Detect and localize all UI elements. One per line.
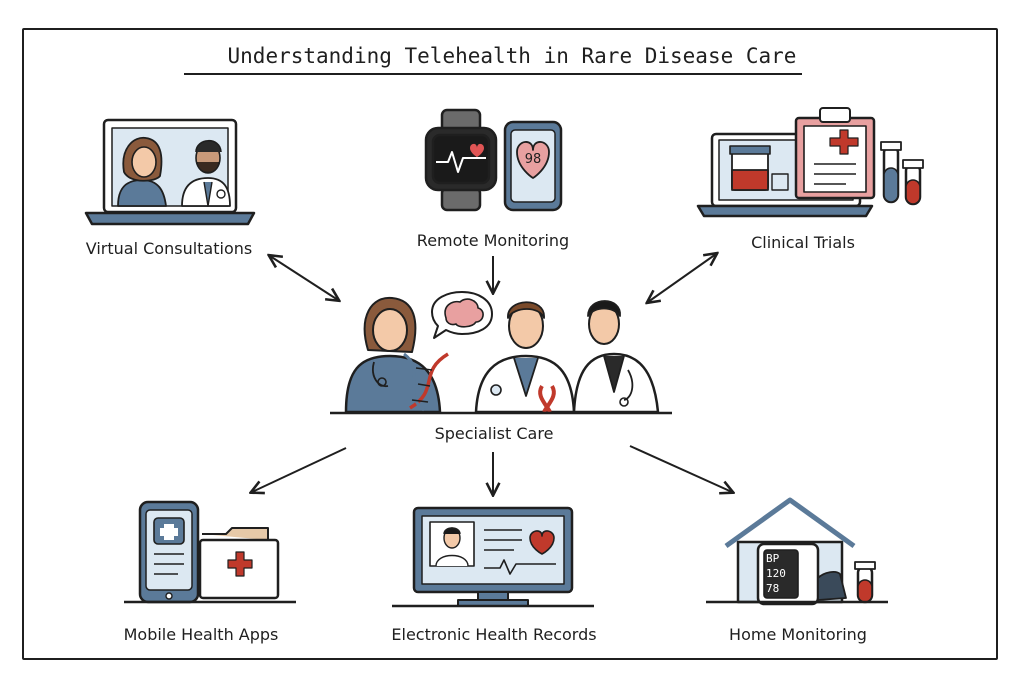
clinical-trials-icon <box>696 107 924 218</box>
clinical-trials-label: Clinical Trials <box>751 233 855 252</box>
bp-diastolic-value: 78 <box>766 582 779 595</box>
specialist-care-label: Specialist Care <box>435 424 554 443</box>
ehr-monitor-icon <box>412 506 574 607</box>
remote-monitoring-label: Remote Monitoring <box>417 231 569 250</box>
smartwatch-icon <box>424 108 498 212</box>
mobile-health-apps-label: Mobile Health Apps <box>124 625 279 644</box>
arrow-trials-specialist <box>648 254 716 302</box>
diagram-frame <box>22 28 998 660</box>
arrow-specialist-mobile <box>252 447 347 492</box>
virtual-consultations-label: Virtual Consultations <box>86 239 252 258</box>
arrow-virtual-specialist <box>270 256 338 300</box>
smartphone-heart-rate-icon <box>503 120 563 212</box>
electronic-health-records-label: Electronic Health Records <box>391 625 596 644</box>
bp-monitor-label: BP <box>766 552 780 565</box>
connector-arrows <box>252 254 732 494</box>
specialist-team-illustration <box>344 291 660 414</box>
arrow-specialist-home <box>629 445 732 492</box>
home-blood-pressure-icon <box>724 497 876 606</box>
page-title: Understanding Telehealth in Rare Disease… <box>227 44 797 68</box>
bp-systolic-value: 120 <box>766 567 786 580</box>
laptop-video-call-icon <box>84 118 256 226</box>
mobile-health-app-icon <box>138 500 280 604</box>
home-monitoring-label: Home Monitoring <box>729 625 867 644</box>
heart-rate-reading: 98 <box>525 152 542 167</box>
title-underline <box>184 73 802 75</box>
